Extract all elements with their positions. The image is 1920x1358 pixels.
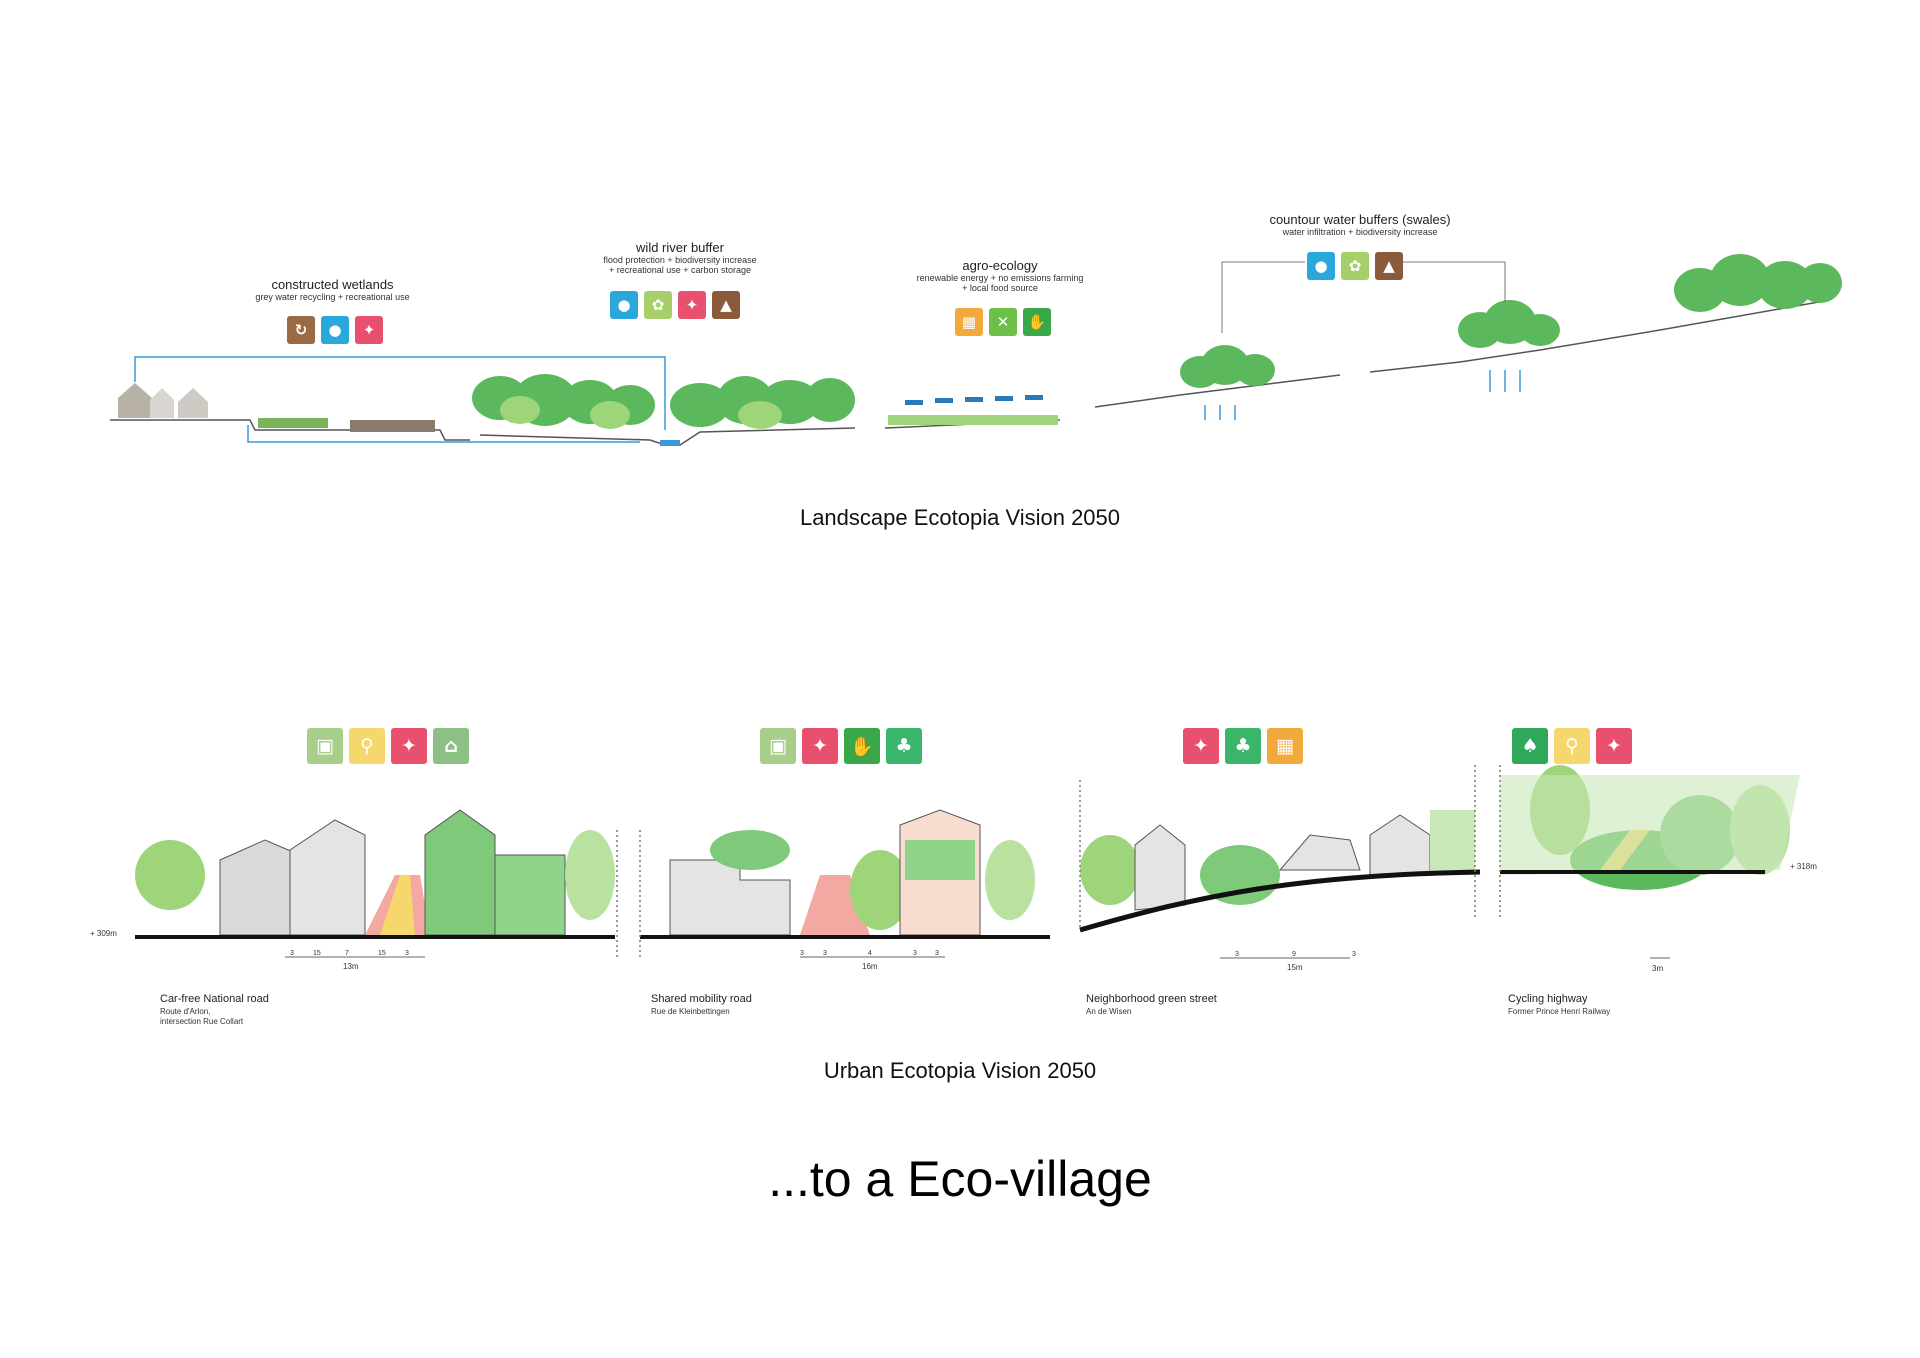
butterfly-icon: ✿ <box>1341 252 1369 280</box>
recycle-icon: ↻ <box>287 316 315 344</box>
green-house-icon: ⌂ <box>433 728 469 764</box>
elevation-left: + 309m <box>90 929 117 938</box>
tree-carbon-icon: ▲ <box>712 291 740 319</box>
landscape-section-illustration <box>110 254 1842 446</box>
caption-title: Car-free National road <box>160 993 269 1005</box>
caption-title: Shared mobility road <box>651 993 752 1005</box>
section-title: wild river buffer <box>636 240 724 255</box>
caption-subtitle-line: Former Prince Henri Railway <box>1508 1007 1611 1016</box>
caption-title: Neighborhood green street <box>1086 993 1217 1005</box>
caption-subtitle-line: Rue de Kleinbettingen <box>651 1007 730 1016</box>
bicycle-icon: ⚲ <box>349 728 385 764</box>
scale-segment: 3 <box>800 950 804 957</box>
icons-neighborhood-green-street: ✦ ♣ ▦ <box>1183 728 1303 764</box>
scale-segment: 4 <box>868 950 872 957</box>
section-title: agro-ecology <box>962 258 1038 273</box>
scale-segment: 3 <box>405 950 409 957</box>
label-wild-river-buffer: wild river buffer flood protection + bio… <box>590 240 770 275</box>
scale-segment: 9 <box>1292 951 1296 958</box>
urban-section-illustration <box>135 765 1800 960</box>
caption-subtitle-line: Route d'Arlon, <box>160 1007 211 1016</box>
bus-icon: ▣ <box>307 728 343 764</box>
section-subtitle: grey water recycling + recreational use <box>255 292 410 302</box>
landscape-heading: Landscape Ecotopia Vision 2050 <box>799 505 1121 530</box>
section-subtitle: flood protection + biodiversity increase <box>603 255 757 265</box>
section-subtitle: renewable energy + no emissions farming <box>916 273 1084 283</box>
section-title: countour water buffers (swales) <box>1269 212 1451 227</box>
icons-shared-mobility-road: ▣ ✦ ✋ ♣ <box>760 728 922 764</box>
scale-segment: 15 <box>378 950 386 957</box>
butterfly-icon: ✿ <box>644 291 672 319</box>
pedestrian-icon: ✦ <box>1183 728 1219 764</box>
pedestrian-icon: ✦ <box>1596 728 1632 764</box>
caption-subtitle: Rue de Kleinbettingen <box>651 1007 730 1017</box>
elevation-right: + 318m <box>1790 862 1817 871</box>
forest-icon: ♠ <box>1512 728 1548 764</box>
tree-carbon-icon: ▲ <box>1375 252 1403 280</box>
bus-icon: ▣ <box>760 728 796 764</box>
pedestrian-icon: ✦ <box>802 728 838 764</box>
water-drop-icon: ● <box>610 291 638 319</box>
scale-segment: 15 <box>313 950 321 957</box>
icons-constructed-wetlands: ↻ ● ✦ <box>287 316 383 344</box>
scale-total: 13m <box>343 962 359 971</box>
section-subtitle-2: + local food source <box>962 283 1038 293</box>
scale-total: 15m <box>1287 963 1303 972</box>
caption-subtitle-line: intersection Rue Collart <box>160 1017 244 1026</box>
scale-segment: 3 <box>1352 951 1356 958</box>
caption-subtitle: Former Prince Henri Railway <box>1508 1007 1610 1017</box>
pedestrian-icon: ✦ <box>391 728 427 764</box>
pedestrian-icon: ✦ <box>355 316 383 344</box>
label-contour-water-buffers: countour water buffers (swales) water in… <box>1250 212 1470 237</box>
icons-car-free-national-road: ▣ ⚲ ✦ ⌂ <box>307 728 469 764</box>
footer-title: ...to a Eco-village <box>768 1151 1152 1207</box>
icons-wild-river-buffer: ● ✿ ✦ ▲ <box>610 291 740 319</box>
caption-subtitle-line: An de Wisen <box>1086 1007 1132 1016</box>
water-drop-icon: ● <box>321 316 349 344</box>
scale-segment: 7 <box>345 950 349 957</box>
pedestrian-icon: ✦ <box>678 291 706 319</box>
label-constructed-wetlands: constructed wetlands grey water recyclin… <box>250 277 415 302</box>
caption-title: Cycling highway <box>1508 993 1588 1005</box>
water-drop-icon: ● <box>1307 252 1335 280</box>
scale-total: 3m <box>1652 964 1664 973</box>
bicycle-icon: ⚲ <box>1554 728 1590 764</box>
caption-subtitle: An de Wisen <box>1086 1007 1131 1017</box>
fork-knife-icon: ✕ <box>989 308 1017 336</box>
scale-segment: 3 <box>823 950 827 957</box>
section-title: constructed wetlands <box>271 277 394 292</box>
scale-total: 16m <box>862 962 878 971</box>
tree-row-icon: ♣ <box>886 728 922 764</box>
caption-subtitle: Route d'Arlon, intersection Rue Collart <box>160 1007 243 1027</box>
label-agro-ecology: agro-ecology renewable energy + no emiss… <box>910 258 1090 293</box>
scale-segment: 3 <box>290 950 294 957</box>
section-subtitle-2: + recreational use + carbon storage <box>608 265 752 275</box>
urban-heading: Urban Ecotopia Vision 2050 <box>823 1058 1097 1083</box>
tree-row-icon: ♣ <box>1225 728 1261 764</box>
icons-agro-ecology: ▦ ✕ ✋ <box>955 308 1051 336</box>
scale-segment: 3 <box>1235 951 1239 958</box>
hand-plant-icon: ✋ <box>844 728 880 764</box>
solar-panel-icon: ▦ <box>1267 728 1303 764</box>
solar-panel-icon: ▦ <box>955 308 983 336</box>
scale-segment: 3 <box>913 950 917 957</box>
icons-contour-water-buffers: ● ✿ ▲ <box>1307 252 1403 280</box>
scale-segment: 3 <box>935 950 939 957</box>
hand-plant-icon: ✋ <box>1023 308 1051 336</box>
icons-cycling-highway: ♠ ⚲ ✦ <box>1512 728 1632 764</box>
section-subtitle: water infiltration + biodiversity increa… <box>1282 227 1438 237</box>
